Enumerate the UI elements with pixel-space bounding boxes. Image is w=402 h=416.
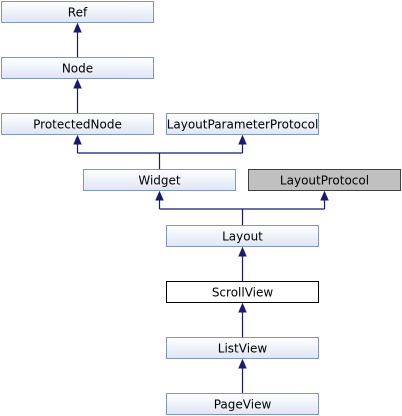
arrowhead-node-to-ref [73, 22, 82, 33]
class-node-label-listview: ListView [218, 342, 268, 356]
arrowhead-widget-to-layoutparameterprotocol [238, 134, 247, 145]
class-node-protectednode[interactable]: ProtectedNode [1, 113, 154, 135]
class-node-label-node: Node [62, 62, 93, 76]
class-node-label-layoutparameterprotocol: LayoutParameterProtocol [167, 118, 319, 132]
arrowhead-layout-to-layoutprotocol [320, 190, 329, 201]
class-node-label-layoutprotocol: LayoutProtocol [280, 174, 369, 188]
class-node-layoutparameterprotocol[interactable]: LayoutParameterProtocol [166, 113, 319, 135]
class-node-label-pageview: PageView [214, 398, 272, 412]
class-node-label-ref: Ref [68, 6, 88, 20]
class-node-layoutprotocol: LayoutProtocol [248, 169, 401, 191]
class-node-box-scrollview [166, 281, 319, 303]
arrowhead-widget-to-protectednode [73, 134, 82, 145]
class-node-box-layoutprotocol [248, 169, 401, 191]
class-node-label-protectednode: ProtectedNode [33, 118, 122, 132]
class-node-box-pageview [166, 393, 319, 415]
arrowhead-protectednode-to-node [73, 78, 82, 89]
arrowhead-pageview-to-listview [238, 358, 247, 369]
class-node-box-node [1, 57, 154, 79]
class-node-widget[interactable]: Widget [83, 169, 236, 191]
class-node-scrollview: ScrollView [166, 281, 319, 303]
class-node-label-widget: Widget [138, 174, 181, 188]
arrowhead-scrollview-to-layout [238, 246, 247, 257]
class-node-label-scrollview: ScrollView [212, 286, 274, 300]
class-node-ref[interactable]: Ref [1, 1, 154, 23]
arrowhead-listview-to-scrollview [238, 302, 247, 313]
class-node-box-widget [83, 169, 236, 191]
class-node-pageview[interactable]: PageView [166, 393, 319, 415]
class-node-box-layoutparameterprotocol [166, 113, 319, 135]
class-node-box-protectednode [1, 113, 154, 135]
class-node-layout[interactable]: Layout [166, 225, 319, 247]
class-node-label-layout: Layout [222, 230, 263, 244]
class-node-box-listview [166, 337, 319, 359]
class-node-listview[interactable]: ListView [166, 337, 319, 359]
class-node-node[interactable]: Node [1, 57, 154, 79]
class-node-box-layout [166, 225, 319, 247]
class-node-box-ref [1, 1, 154, 23]
edges-layer [73, 22, 329, 393]
arrowhead-layout-to-widget [155, 190, 164, 201]
